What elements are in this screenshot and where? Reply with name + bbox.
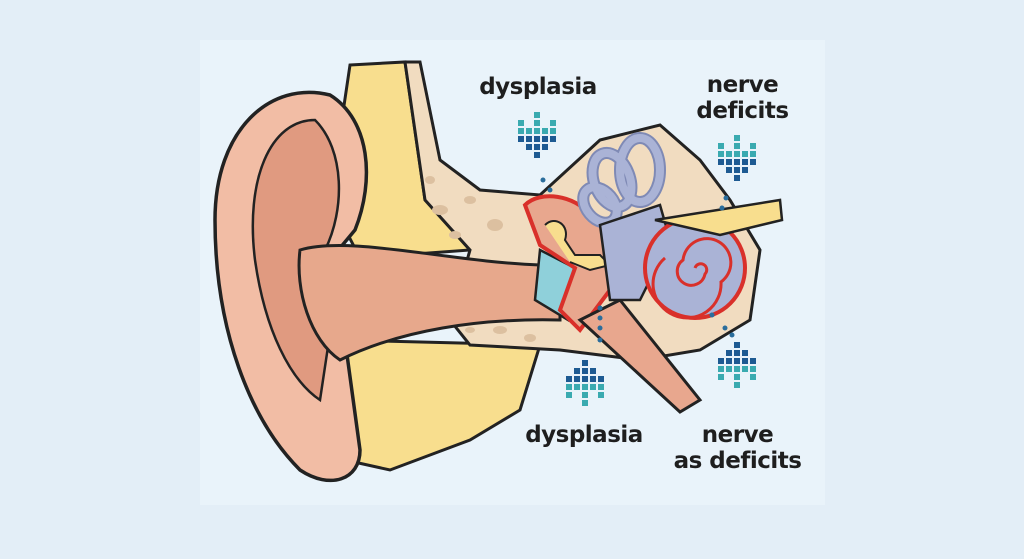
arrow-pixel — [750, 143, 756, 149]
arrow-pixel — [598, 376, 604, 382]
arrow-up-icon — [566, 360, 604, 406]
arrow-pixel — [734, 159, 740, 165]
leader-lines — [540, 177, 735, 343]
arrow-pixel — [726, 151, 732, 157]
arrow-pixel — [526, 144, 532, 150]
label-dysplasia-bottom: dysplasia — [525, 422, 643, 448]
arrow-pixel — [542, 128, 548, 134]
arrow-pixel — [734, 382, 740, 388]
arrow-pixel — [718, 151, 724, 157]
label-line: as deficits — [673, 448, 802, 474]
arrow-pixel — [734, 135, 740, 141]
arrow-pixel — [734, 374, 740, 380]
ear-canal — [297, 244, 562, 362]
bone-pores — [425, 176, 536, 342]
label-nerve-deficits-top: nerve deficits — [690, 72, 795, 124]
arrow-pixel — [734, 167, 740, 173]
label-dysplasia-top: dysplasia — [479, 74, 597, 100]
arrow-pixel — [726, 350, 732, 356]
arrow-pixel — [582, 392, 588, 398]
arrow-pixel — [518, 120, 524, 126]
arrow-pixel — [550, 120, 556, 126]
arrow-pixel — [534, 112, 540, 118]
arrow-pixel — [718, 366, 724, 372]
arrow-pixel — [534, 128, 540, 134]
label-line: nerve — [706, 72, 779, 98]
soft-tissue-lower — [338, 338, 543, 472]
cochlea-spiral — [651, 237, 733, 320]
arrow-pixel — [726, 167, 732, 173]
eustachian-tube — [577, 298, 703, 414]
arrow-pixel — [742, 358, 748, 364]
arrow-pixel — [542, 144, 548, 150]
arrow-pixel — [734, 175, 740, 181]
pixel-arrows — [518, 112, 756, 406]
arrow-pixel — [566, 376, 572, 382]
arrow-pixel — [590, 368, 596, 374]
arrow-pixel — [742, 167, 748, 173]
arrow-pixel — [534, 152, 540, 158]
arrow-pixel — [726, 358, 732, 364]
arrow-pixel — [566, 384, 572, 390]
arrow-pixel — [518, 136, 524, 142]
arrow-pixel — [742, 366, 748, 372]
arrow-pixel — [574, 376, 580, 382]
arrow-pixel — [734, 342, 740, 348]
arrow-pixel — [598, 392, 604, 398]
arrow-pixel — [726, 366, 732, 372]
label-nerve-deficits-bottom: nerve as deficits — [665, 422, 810, 474]
arrow-pixel — [734, 358, 740, 364]
arrow-pixel — [718, 143, 724, 149]
arrow-pixel — [582, 360, 588, 366]
arrow-up-icon — [718, 342, 756, 388]
label-line: deficits — [696, 98, 789, 124]
arrow-pixel — [534, 144, 540, 150]
label-line: nerve — [701, 422, 774, 448]
arrow-pixel — [518, 128, 524, 134]
arrow-pixel — [566, 392, 572, 398]
arrow-pixel — [574, 384, 580, 390]
arrow-pixel — [534, 136, 540, 142]
arrow-pixel — [718, 358, 724, 364]
arrow-pixel — [742, 350, 748, 356]
arrow-pixel — [734, 143, 740, 149]
arrow-pixel — [742, 159, 748, 165]
arrow-pixel — [526, 136, 532, 142]
arrow-down-icon — [718, 135, 756, 181]
auditory-nerve — [654, 198, 784, 237]
arrow-pixel — [734, 151, 740, 157]
arrow-pixel — [550, 128, 556, 134]
arrow-pixel — [718, 374, 724, 380]
arrow-pixel — [734, 350, 740, 356]
arrow-pixel — [750, 358, 756, 364]
arrow-pixel — [582, 400, 588, 406]
semicircular-canals-fill — [579, 134, 664, 227]
arrow-pixel — [734, 366, 740, 372]
arrow-pixel — [726, 159, 732, 165]
arrow-pixel — [718, 159, 724, 165]
arrow-pixel — [582, 384, 588, 390]
arrow-pixel — [582, 376, 588, 382]
arrow-pixel — [598, 384, 604, 390]
arrow-down-icon — [518, 112, 556, 158]
arrow-pixel — [750, 374, 756, 380]
arrow-pixel — [742, 151, 748, 157]
arrow-pixel — [590, 384, 596, 390]
arrow-pixel — [750, 159, 756, 165]
arrow-pixel — [582, 368, 588, 374]
arrow-pixel — [550, 136, 556, 142]
arrow-pixel — [574, 368, 580, 374]
arrow-pixel — [750, 366, 756, 372]
arrow-pixel — [526, 128, 532, 134]
arrow-pixel — [750, 151, 756, 157]
arrow-pixel — [590, 376, 596, 382]
arrow-pixel — [534, 120, 540, 126]
arrow-pixel — [542, 136, 548, 142]
